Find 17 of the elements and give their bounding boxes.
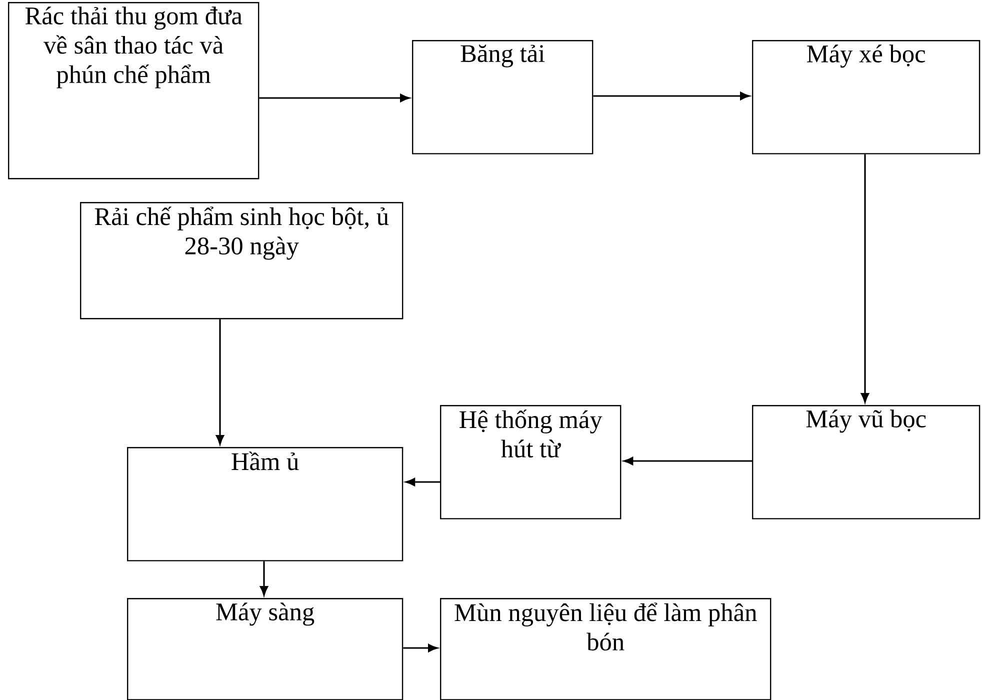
process-box: Hầm ủ — [127, 447, 404, 562]
process-box: Rải chế phẩm sinh học bột, ủ 28-30 ngày — [80, 202, 404, 320]
process-box: Rác thải thu gom đưa về sân thao tác và phún chế phẩm — [8, 2, 260, 180]
arrow — [406, 478, 440, 486]
arrow — [260, 561, 268, 596]
process-box: Máy xé bọc — [752, 40, 980, 154]
arrow — [259, 94, 410, 102]
arrow — [216, 319, 224, 445]
process-box: Máy sàng — [127, 598, 404, 700]
process-box: Băng tải — [412, 40, 594, 154]
arrow — [403, 644, 438, 652]
process-box: Máy vũ bọc — [752, 405, 980, 520]
arrow — [860, 154, 870, 403]
arrow — [624, 456, 752, 466]
process-box: Hệ thống máy hút từ — [440, 405, 622, 520]
process-box: Mùn nguyên liệu để làm phân bón — [440, 598, 772, 700]
arrow — [593, 92, 750, 100]
